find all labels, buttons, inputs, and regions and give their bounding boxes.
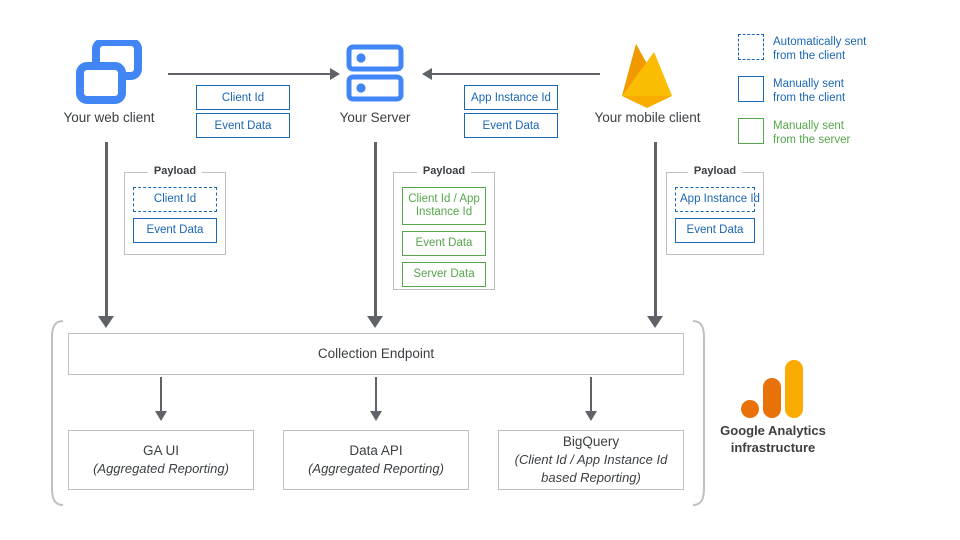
firebase-flame-icon <box>616 38 678 108</box>
payload-mobile-item-event-data: Event Data <box>675 218 755 243</box>
arrow-web-to-server <box>168 73 330 75</box>
payload-mobile-item-app-instance-id: App Instance Id <box>675 187 760 212</box>
destination-box-ga-ui: GA UI (Aggregated Reporting) <box>68 430 254 490</box>
arrow-collection-to-bigquery-head <box>585 411 597 421</box>
legend-swatch-dashed-blue <box>738 34 764 60</box>
destination-title-bigquery: BigQuery <box>562 434 620 449</box>
destination-box-data-api: Data API (Aggregated Reporting) <box>283 430 469 490</box>
destination-subtitle-ga-ui: (Aggregated Reporting) <box>93 461 229 476</box>
legend-swatch-solid-green <box>738 118 764 144</box>
payload-web: Payload Client Id Event Data <box>124 165 226 255</box>
legend: Automatically sent from the client Manua… <box>738 34 866 160</box>
legend-item-manual-server: Manually sent from the server <box>738 118 866 147</box>
node-label-web-client: Your web client <box>63 110 155 125</box>
arrow-web-to-collection <box>105 142 108 318</box>
payload-server-item-server-data: Server Data <box>402 262 486 287</box>
chip-mobile-event-data: Event Data <box>464 113 558 138</box>
google-analytics-logo <box>740 358 806 422</box>
destination-title-ga-ui: GA UI <box>142 443 179 458</box>
browser-windows-icon <box>76 38 142 104</box>
arrow-collection-to-ga-ui <box>160 377 162 413</box>
payload-web-item-event-data: Event Data <box>133 218 217 243</box>
arrow-collection-to-data-api <box>375 377 377 413</box>
legend-item-manual-client: Manually sent from the client <box>738 76 866 105</box>
arrow-mobile-to-collection-head <box>647 316 663 328</box>
infra-bracket-left <box>46 318 66 513</box>
collection-endpoint-box: Collection Endpoint <box>68 333 684 375</box>
chip-web-event-data: Event Data <box>196 113 290 138</box>
legend-swatch-solid-blue <box>738 76 764 102</box>
node-label-mobile-client: Your mobile client <box>594 110 701 125</box>
destination-title-data-api: Data API <box>349 443 403 458</box>
payload-mobile: Payload App Instance Id Event Data <box>666 165 764 255</box>
infra-bracket-right <box>690 318 710 513</box>
infra-caption: Google Analytics infrastructure <box>720 423 826 455</box>
payload-mobile-title: Payload <box>687 165 743 177</box>
payload-web-title: Payload <box>147 165 203 177</box>
payload-server-item-event-data: Event Data <box>402 231 486 256</box>
legend-item-auto-client: Automatically sent from the client <box>738 34 866 63</box>
arrow-mobile-to-server-head <box>422 68 432 80</box>
payload-server: Payload Client Id / App Instance Id Even… <box>393 165 495 290</box>
legend-label-auto-client: Automatically sent from the client <box>773 36 867 62</box>
destination-subtitle-data-api: (Aggregated Reporting) <box>308 461 444 476</box>
legend-label-manual-client: Manually sent from the client <box>773 78 846 104</box>
node-label-server: Your Server <box>339 110 411 125</box>
collection-endpoint-label: Collection Endpoint <box>317 346 435 361</box>
payload-server-item-id: Client Id / App Instance Id <box>402 187 486 225</box>
arrow-server-to-collection <box>374 142 377 318</box>
payload-server-title: Payload <box>416 165 472 177</box>
chip-mobile-app-instance-id: App Instance Id <box>464 85 558 110</box>
arrow-collection-to-ga-ui-head <box>155 411 167 421</box>
arrow-collection-to-bigquery <box>590 377 592 413</box>
arrow-web-to-server-head <box>330 68 340 80</box>
chip-web-client-id: Client Id <box>196 85 290 110</box>
legend-label-manual-server: Manually sent from the server <box>773 120 851 146</box>
arrow-mobile-to-collection <box>654 142 657 318</box>
destination-box-bigquery: BigQuery (Client Id / App Instance Id ba… <box>498 430 684 490</box>
arrow-server-to-collection-head <box>367 316 383 328</box>
arrow-mobile-to-server <box>432 73 600 75</box>
arrow-web-to-collection-head <box>98 316 114 328</box>
server-rack-icon <box>346 44 404 102</box>
arrow-collection-to-data-api-head <box>370 411 382 421</box>
payload-web-item-client-id: Client Id <box>133 187 217 212</box>
destination-subtitle-bigquery: (Client Id / App Instance Id based Repor… <box>514 452 668 485</box>
